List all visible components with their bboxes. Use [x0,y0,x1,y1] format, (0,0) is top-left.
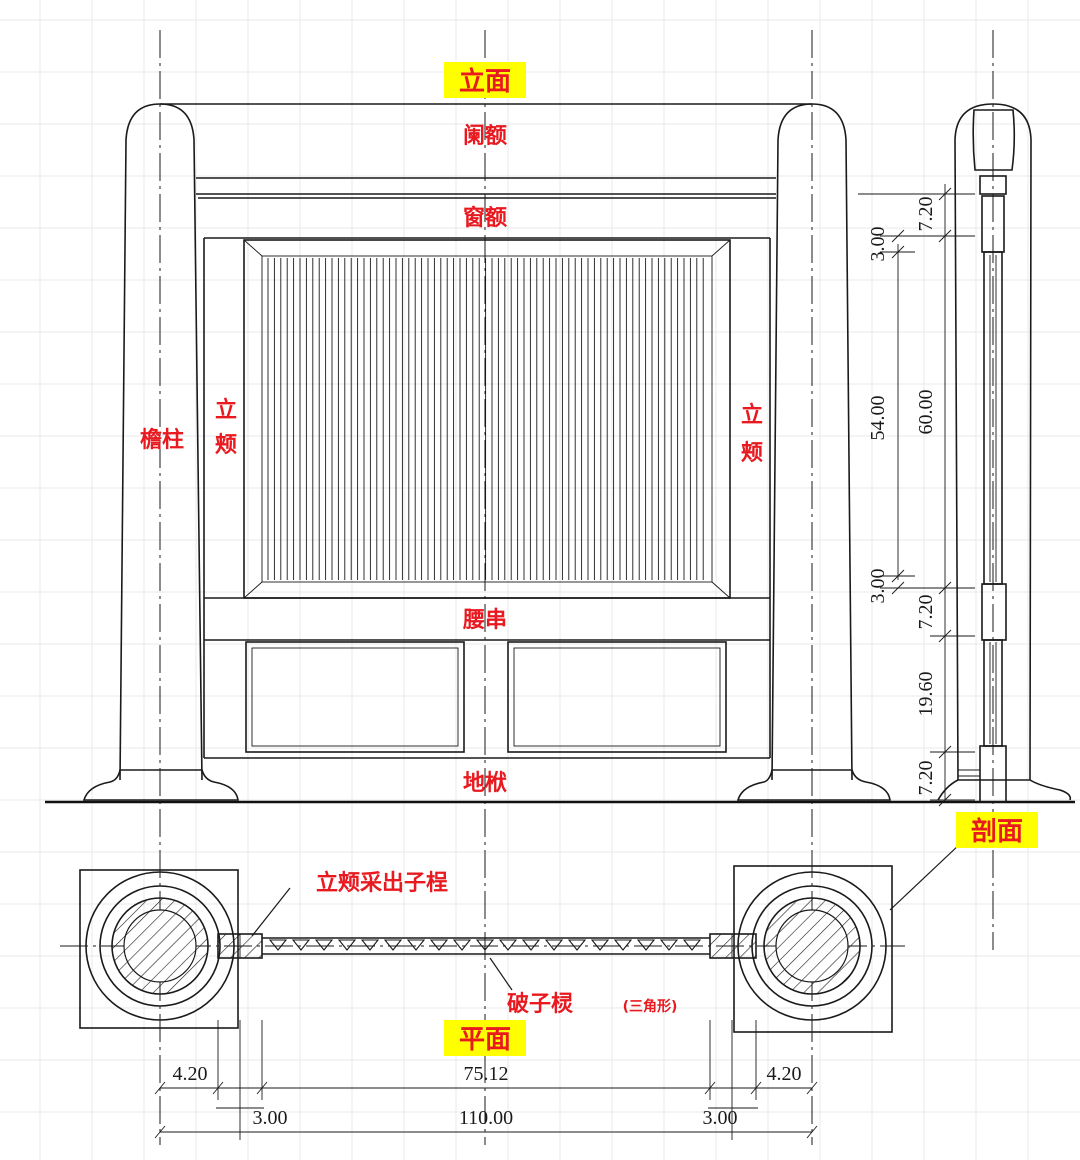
leader-pozi-ling [489,957,513,991]
dim-plan-lattice-width: 75.12 [464,1063,509,1085]
pozi-ling-bar [406,939,426,951]
dim-window-height: 60.00 [915,390,937,435]
pozi-ling-bar [590,939,610,951]
dim-plan-right-offset: 4.20 [767,1063,802,1085]
pozi-ling-bar [314,939,334,951]
left-column-base [82,769,239,801]
label-di-fu: 地栿 [463,770,507,796]
pozi-ling-bar [360,939,380,951]
label-li-jia-right-1: 立 [741,402,763,428]
label-yao-chuan: 腰串 [462,608,507,633]
pozi-ling-bar [613,939,633,951]
dim-lattice-height: 54.00 [867,396,889,441]
lattice-mullions [267,258,704,580]
dim-lower-panel: 19.60 [915,672,937,717]
pozi-ling-bar [429,939,449,951]
pozi-ling-bar [291,939,311,951]
pozi-ling-bar [498,939,518,951]
label-li-jia-left-1: 立 [215,397,237,423]
section-lan-e [972,109,1016,171]
dim-plan-total: 110.00 [459,1107,513,1129]
elevation-title: 立面 [459,66,511,97]
label-pozi-ling-note: (三角形) [623,998,678,1015]
lower-panel-right [507,641,727,753]
section-title-box [956,812,1038,848]
pozi-ling-bar [521,939,541,951]
vertical-dimensions: 7.20 60.00 7.20 19.60 7.20 3.00 54.00 3.… [858,184,975,807]
label-pozi-ling: 破子棂 [507,991,574,1017]
label-chuang-e: 窗额 [463,205,507,231]
section-column [954,103,1032,781]
dim-lan-e: 7.20 [915,197,937,232]
dim-di-fu: 7.20 [915,761,937,796]
dim-frame-bottom: 3.00 [867,569,889,604]
labels: 立面 平面 剖面 阑额 窗额 檐柱 立 颊 立 颊 腰串 地栿 立颊采出子桯 破… [140,62,1038,1056]
label-li-jia-right-2: 颊 [741,440,763,466]
pozi-ling-bar [452,939,472,951]
pozi-ling-bar [383,939,403,951]
right-column-base [736,769,891,801]
pozi-ling-bar [636,939,656,951]
label-yan-zhu: 檐柱 [140,427,184,453]
pozi-ling-bar [544,939,564,951]
pozi-ling-bar [268,939,288,951]
plan-title-box [444,1020,526,1056]
leader-li-jia-note [251,887,291,937]
label-li-jia-note: 立颊采出子桯 [316,870,448,896]
section-view [937,30,1072,950]
section-title: 剖面 [971,816,1023,847]
pozi-ling-triangles [268,939,702,951]
label-li-jia-left-2: 颊 [215,432,237,458]
right-post-plan [709,933,757,959]
dim-plan-left-offset: 4.20 [173,1063,208,1085]
label-lan-e: 阑额 [463,123,507,149]
lower-panel-left [245,641,465,753]
pozi-ling-bar [659,939,679,951]
pozi-ling-bar [682,939,702,951]
lattice-frame [243,239,731,599]
dim-frame-top: 3.00 [867,227,889,262]
dim-plan-left-post: 3.00 [253,1107,288,1129]
leader-section [889,843,961,911]
pozi-ling-bar [567,939,587,951]
plan-title: 平面 [459,1025,511,1055]
dim-plan-right-post: 3.00 [703,1107,738,1129]
pozi-ling-bar [337,939,357,951]
elevation-title-box [444,62,526,98]
pozi-ling-bar [475,939,495,951]
dim-yao-chuan: 7.20 [915,595,937,630]
plan-view: 4.20 75.12 4.20 3.00 3.00 110.00 [60,843,961,1140]
